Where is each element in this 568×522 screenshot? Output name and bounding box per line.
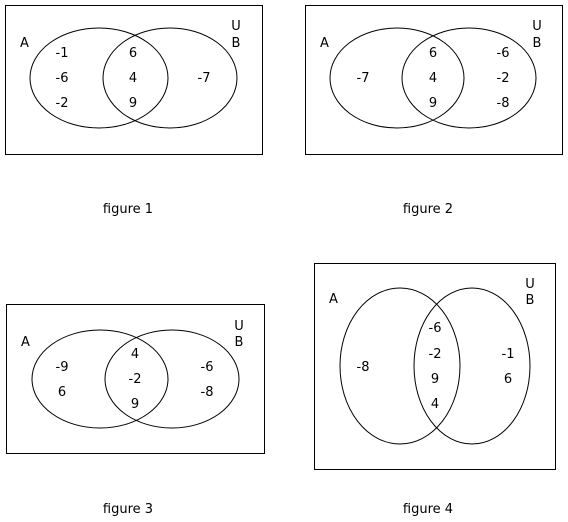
only-b-value: -8 [497,96,510,111]
both-value: 4 [131,347,139,362]
both-value: 4 [429,71,437,86]
label-a: A [21,335,30,350]
set-a-circle [329,27,465,129]
only-b-value: -8 [201,385,214,400]
set-b-circle [102,27,238,129]
label-a: A [20,36,29,51]
set-b-circle [401,27,537,129]
figure-2: A U B -7 6 4 9 -6 -2 -8 figure 2 [305,5,563,217]
label-b: B [533,36,542,51]
only-b-value: -6 [201,360,214,375]
only-b-value: -1 [502,347,515,362]
universal-set-box [305,5,563,155]
only-a-value: -1 [56,46,69,61]
set-b-circle [104,329,240,429]
set-a-circle [339,287,461,445]
only-a-value: -6 [56,71,69,86]
set-a-circle [29,27,169,129]
only-a-value: -7 [357,71,370,86]
only-b-value: -2 [497,71,510,86]
figure-1: A U B -1 -6 -2 6 4 9 -7 figure 1 [5,5,263,217]
only-a-value: -8 [357,360,370,375]
label-a: A [329,292,338,307]
label-u: U [234,319,244,334]
figure-caption: figure 3 [103,502,153,517]
set-b-circle [413,287,531,445]
universal-set-box [314,263,556,470]
both-value: 9 [431,372,439,387]
label-u: U [532,19,542,34]
only-b-value: -7 [198,71,211,86]
both-value: 9 [129,96,137,111]
both-value: 6 [429,46,437,61]
both-value: -6 [429,321,442,336]
figure-caption: figure 2 [403,202,453,217]
figure-caption: figure 4 [403,502,453,517]
label-b: B [232,36,241,51]
both-value: 9 [429,96,437,111]
both-value: -2 [129,372,142,387]
figure-3: A U B -9 6 4 -2 9 -6 -8 figure 3 [6,304,265,517]
figure-4: A U B -8 -6 -2 9 4 -1 6 figure 4 [314,263,556,517]
label-u: U [231,19,241,34]
label-b: B [526,293,535,308]
both-value: 9 [131,397,139,412]
both-value: -2 [429,347,442,362]
label-a: A [320,36,329,51]
both-value: 4 [431,397,439,412]
label-u: U [525,277,535,292]
universal-set-box [5,5,263,155]
universal-set-box [6,304,265,454]
label-b: B [235,335,244,350]
only-a-value: -9 [56,360,69,375]
both-value: 6 [129,46,137,61]
only-a-value: -2 [56,96,69,111]
only-b-value: -6 [497,46,510,61]
only-b-value: 6 [504,372,512,387]
set-a-circle [31,329,169,429]
both-value: 4 [129,71,137,86]
figure-caption: figure 1 [103,202,153,217]
only-a-value: 6 [58,385,66,400]
